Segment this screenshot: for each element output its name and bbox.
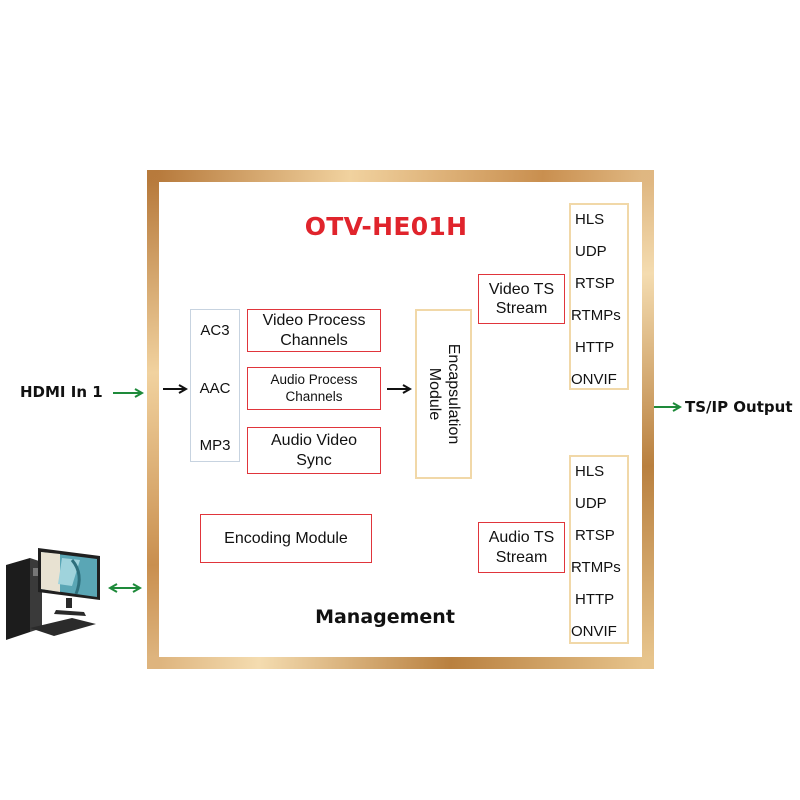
encoding-module-label: Encoding Module bbox=[224, 529, 348, 547]
audio-protocol-list: HLS UDP RTSP RTMPs HTTP ONVIF bbox=[569, 455, 629, 644]
audio-proto-http: HTTP bbox=[575, 591, 615, 608]
device-title: OTV-HE01H bbox=[304, 212, 468, 241]
audio-proto-udp: UDP bbox=[575, 495, 607, 512]
hdmi-input-label: HDMI In 1 bbox=[20, 383, 103, 401]
video-process-line2: Channels bbox=[280, 331, 348, 349]
encapsulation-module-box: Encapsulation Module bbox=[415, 309, 472, 479]
video-protocol-list: HLS UDP RTSP RTMPs HTTP ONVIF bbox=[569, 203, 629, 390]
audio-ts-line2: Stream bbox=[495, 548, 548, 566]
video-process-channels-box: Video Process Channels bbox=[247, 309, 381, 352]
audio-process-line1: Audio Process bbox=[270, 372, 358, 388]
audio-process-channels-box: Audio Process Channels bbox=[247, 367, 381, 410]
management-label: Management bbox=[315, 606, 455, 628]
video-proto-rtmps: RTMPs bbox=[571, 307, 621, 324]
audio-video-sync-box: Audio Video Sync bbox=[247, 427, 381, 474]
audio-proto-onvif: ONVIF bbox=[571, 623, 617, 640]
codec-mp3: MP3 bbox=[199, 437, 231, 454]
audio-codec-list: AC3 AAC MP3 bbox=[190, 309, 240, 462]
desktop-computer-icon bbox=[6, 548, 100, 640]
video-ts-stream-box: Video TS Stream bbox=[478, 274, 565, 324]
video-proto-http: HTTP bbox=[575, 339, 615, 356]
audio-proto-rtmps: RTMPs bbox=[571, 559, 621, 576]
video-ts-line1: Video TS bbox=[488, 280, 555, 298]
video-ts-line2: Stream bbox=[495, 300, 548, 317]
ts-ip-output-label: TS/IP Output bbox=[685, 398, 793, 416]
av-sync-line2: Sync bbox=[296, 451, 332, 469]
av-sync-line1: Audio Video bbox=[271, 432, 357, 450]
audio-proto-rtsp: RTSP bbox=[575, 527, 615, 544]
audio-process-line2: Channels bbox=[285, 388, 343, 404]
encoding-module-box: Encoding Module bbox=[200, 514, 372, 563]
codec-aac: AAC bbox=[199, 380, 231, 397]
video-proto-hls: HLS bbox=[575, 211, 605, 228]
audio-proto-hls: HLS bbox=[575, 463, 605, 480]
audio-ts-line1: Audio TS bbox=[488, 529, 555, 547]
video-proto-onvif: ONVIF bbox=[571, 371, 617, 388]
video-proto-udp: UDP bbox=[575, 243, 607, 260]
video-process-line1: Video Process bbox=[262, 312, 366, 330]
audio-ts-stream-box: Audio TS Stream bbox=[478, 522, 565, 573]
codec-ac3: AC3 bbox=[200, 322, 230, 339]
video-proto-rtsp: RTSP bbox=[575, 275, 615, 292]
